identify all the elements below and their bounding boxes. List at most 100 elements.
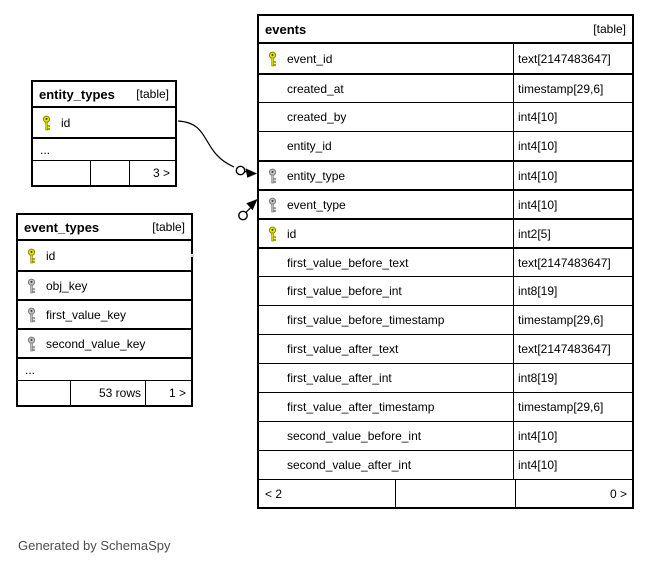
primary-key-icon <box>42 115 52 131</box>
column-row-first_value_before_text[interactable]: first_value_before_text text[2147483647] <box>259 247 632 276</box>
table-header-entity-types[interactable]: entity_types [table] <box>33 82 175 108</box>
column-row-id[interactable]: id <box>18 241 191 270</box>
key-spacer <box>268 399 278 415</box>
column-row-obj_key[interactable]: obj_key <box>18 270 191 299</box>
footer-cell-left <box>33 161 90 185</box>
table-header-events[interactable]: events [table] <box>259 16 632 44</box>
table-badge: [table] <box>136 87 169 101</box>
table-title: entity_types <box>39 86 115 102</box>
column-row-second_value_after_int[interactable]: second_value_after_int int4[10] <box>259 450 632 479</box>
table-header-event-types[interactable]: event_types [table] <box>18 215 191 241</box>
column-row-id[interactable]: id <box>33 108 175 137</box>
column-row-first_value_key[interactable]: first_value_key <box>18 299 191 328</box>
table-title: event_types <box>24 219 100 235</box>
table-columns: id... <box>33 108 175 160</box>
footer-cell-degree-left: < 2 <box>265 486 283 501</box>
key-spacer <box>268 109 278 125</box>
column-name: first_value_before_int <box>287 284 402 298</box>
column-row-second_value_before_int[interactable]: second_value_before_int int4[10] <box>259 421 632 450</box>
column-name: obj_key <box>46 278 88 293</box>
connector-event-types-id-to-events-event-type <box>191 199 258 257</box>
foreign-key-icon <box>27 336 37 352</box>
column-type: timestamp[29,6] <box>513 75 632 102</box>
footer-row-count: 53 rows <box>70 381 145 405</box>
column-name: second_value_key <box>46 336 146 351</box>
column-name: first_value_before_timestamp <box>287 313 445 327</box>
key-spacer <box>268 255 278 271</box>
column-type: int8[19] <box>513 277 632 305</box>
column-name: second_value_before_int <box>287 429 422 443</box>
column-type: int4[10] <box>513 422 632 450</box>
connector-entity-types-id-to-events-entity-type <box>177 120 257 178</box>
column-row-entity_id[interactable]: entity_id int4[10] <box>259 131 632 160</box>
column-name: id <box>61 115 71 130</box>
foreign-key-icon <box>268 168 278 184</box>
column-type: text[2147483647] <box>513 44 632 73</box>
columns-ellipsis: ... <box>18 357 191 380</box>
columns-ellipsis: ... <box>33 137 175 160</box>
column-type: int4[10] <box>513 103 632 131</box>
column-name: created_by <box>287 110 347 124</box>
column-type: int4[10] <box>513 162 632 189</box>
primary-key-icon <box>268 226 278 242</box>
key-spacer <box>268 312 278 328</box>
foreign-key-icon <box>27 278 37 294</box>
column-row-first_value_before_timestamp[interactable]: first_value_before_timestamp timestamp[29… <box>259 305 632 334</box>
column-row-created_by[interactable]: created_by int4[10] <box>259 102 632 131</box>
key-spacer <box>268 138 278 154</box>
table-badge: [table] <box>593 22 626 36</box>
table-columns: id obj_key first_value_key second_value_key… <box>18 241 191 380</box>
footer-cell-degree: 3 > <box>129 161 175 185</box>
key-spacer <box>268 428 278 444</box>
column-name: first_value_key <box>46 307 127 322</box>
column-type: int2[5] <box>513 220 632 247</box>
key-spacer <box>268 283 278 299</box>
column-type: text[2147483647] <box>513 249 632 276</box>
key-spacer <box>268 370 278 386</box>
footer-cell-left <box>18 381 70 405</box>
table-event-types[interactable]: event_types [table] id obj_key first_value… <box>16 213 193 407</box>
table-entity-types[interactable]: entity_types [table] id... 3 > <box>31 80 177 187</box>
footer-cell-degree: 1 > <box>145 381 191 405</box>
table-badge: [table] <box>152 220 185 234</box>
table-footer: 3 > <box>33 160 175 185</box>
column-name: first_value_after_text <box>287 342 399 356</box>
column-type: int4[10] <box>513 451 632 479</box>
foreign-key-icon <box>268 197 278 213</box>
key-spacer <box>268 81 278 97</box>
footer-cell-degree-right: 0 > <box>515 480 632 507</box>
column-type: int8[19] <box>513 364 632 392</box>
key-spacer <box>268 457 278 473</box>
column-type: int4[10] <box>513 191 632 218</box>
column-name: first_value_after_timestamp <box>287 400 435 414</box>
column-name: created_at <box>287 81 344 96</box>
column-type: int4[10] <box>513 132 632 160</box>
column-name: second_value_after_int <box>287 458 412 472</box>
primary-key-icon <box>27 248 37 264</box>
footer-cell-center <box>90 161 129 185</box>
column-row-second_value_key[interactable]: second_value_key <box>18 328 191 357</box>
primary-key-icon <box>268 51 278 67</box>
footer-cell-center <box>395 480 515 507</box>
column-row-first_value_before_int[interactable]: first_value_before_int int8[19] <box>259 276 632 305</box>
generated-by-note: Generated by SchemaSpy <box>18 538 171 553</box>
key-spacer <box>268 341 278 357</box>
column-type: timestamp[29,6] <box>513 393 632 421</box>
column-name: first_value_before_text <box>287 255 409 270</box>
foreign-key-icon <box>27 307 37 323</box>
column-row-created_at[interactable]: created_at timestamp[29,6] <box>259 73 632 102</box>
column-name: entity_id <box>287 139 332 153</box>
column-type: timestamp[29,6] <box>513 306 632 334</box>
column-row-first_value_after_timestamp[interactable]: first_value_after_timestamp timestamp[29,… <box>259 392 632 421</box>
column-row-id[interactable]: id int2[5] <box>259 218 632 247</box>
column-name: id <box>287 226 297 241</box>
table-title: events <box>265 21 307 37</box>
table-footer: 53 rows 1 > <box>18 380 191 405</box>
